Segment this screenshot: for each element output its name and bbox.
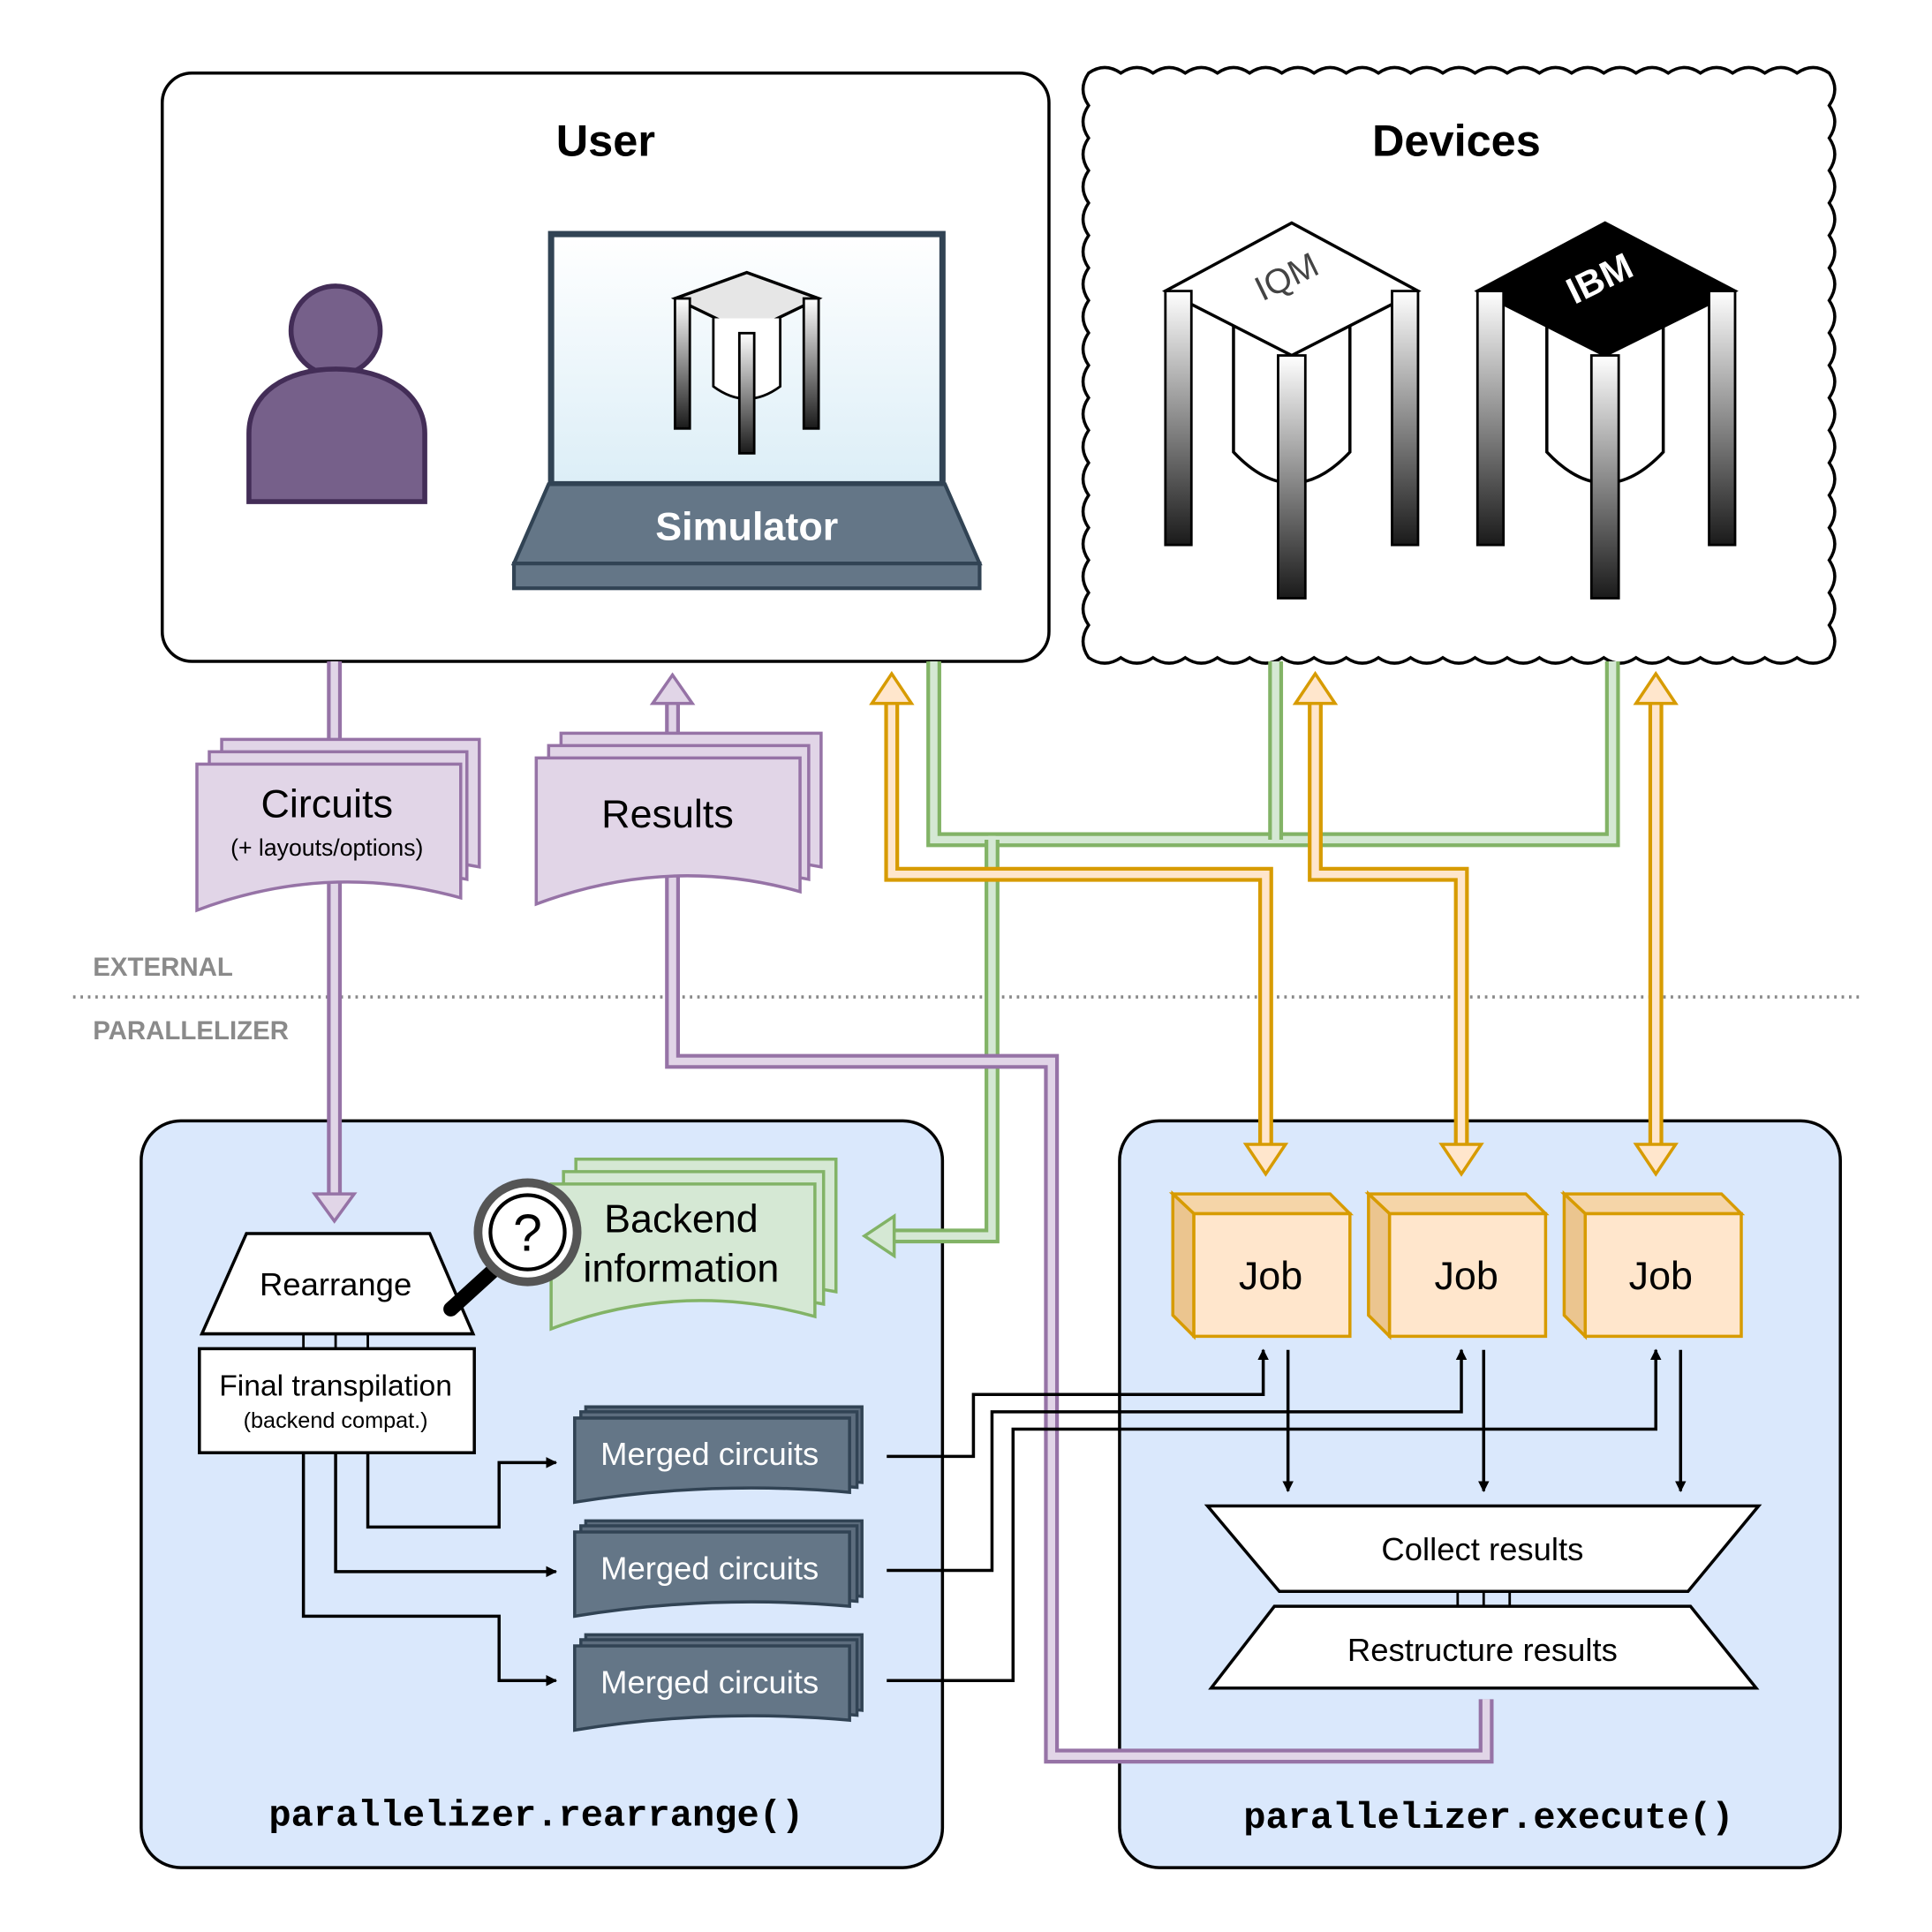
merged-to-job-arrows (887, 1348, 1662, 1683)
job-flow (869, 670, 1679, 1177)
rearrange-step: Rearrange (199, 1232, 476, 1336)
simulator-label: Simulator (655, 504, 838, 549)
merged-circuits-label: Merged circuits (600, 1436, 819, 1472)
job-1: Job (1168, 1190, 1355, 1340)
merged-circuits-1: Merged circuits (573, 1405, 864, 1505)
circuits-document: Circuits (+ layouts/options) (195, 737, 481, 913)
job-label: Job (1629, 1253, 1693, 1298)
person-icon (246, 283, 427, 504)
user-title: User (556, 116, 655, 166)
parallelizer-label: PARALLELIZER (93, 1016, 289, 1045)
zone-divider: EXTERNAL PARALLELIZER (72, 953, 1864, 1045)
final-transpilation-sublabel: (backend compat.) (244, 1408, 428, 1433)
execute-footer: parallelizer.execute() (1243, 1797, 1733, 1839)
user-box: User Simulator (160, 71, 1051, 663)
job-2: Job (1364, 1190, 1550, 1340)
iqm-device-icon: IQM (1162, 221, 1422, 600)
svg-text:?: ? (513, 1205, 542, 1263)
rearrange-label: Rearrange (260, 1266, 411, 1302)
job-label: Job (1239, 1253, 1302, 1298)
backend-info-line2: information (583, 1246, 779, 1291)
results-title: Results (601, 791, 734, 836)
devices-title: Devices (1372, 116, 1541, 166)
restructure-results-step: Restructure results (1208, 1604, 1760, 1690)
restructure-results-label: Restructure results (1347, 1632, 1618, 1668)
backend-info-flow (861, 660, 1620, 1259)
results-document: Results (534, 731, 823, 907)
laptop-icon: Simulator (510, 230, 983, 591)
rearrange-connector (302, 1333, 369, 1349)
merged-circuits-label: Merged circuits (600, 1550, 819, 1586)
final-transpilation-step: Final transpilation (backend compat.) (198, 1347, 476, 1454)
devices-box: Devices IQM IBM (1081, 65, 1837, 665)
magnifier-question-icon: ? (443, 1178, 582, 1317)
final-transpilation-label: Final transpilation (219, 1370, 452, 1403)
backend-information-document: Backend information (549, 1158, 838, 1332)
qpu-icon (670, 270, 823, 455)
job-to-collect-arrows (1282, 1349, 1687, 1492)
backend-info-line1: Backend (604, 1196, 758, 1241)
job-3: Job (1560, 1190, 1746, 1340)
collect-results-label: Collect results (1381, 1531, 1583, 1567)
collect-connector (1456, 1591, 1512, 1607)
ibm-device-icon: IBM (1474, 221, 1739, 600)
merged-circuits-label: Merged circuits (600, 1664, 819, 1700)
rearrange-footer: parallelizer.rearrange() (268, 1794, 804, 1837)
job-label: Job (1434, 1253, 1498, 1298)
circuits-subtitle: (+ layouts/options) (230, 834, 423, 861)
circuits-title: Circuits (260, 781, 393, 826)
merged-circuits-3: Merged circuits (573, 1633, 864, 1732)
merged-circuits-2: Merged circuits (573, 1519, 864, 1619)
external-label: EXTERNAL (93, 953, 233, 982)
collect-results-step: Collect results (1204, 1504, 1762, 1594)
transpile-to-merged-arrows (301, 1453, 558, 1687)
